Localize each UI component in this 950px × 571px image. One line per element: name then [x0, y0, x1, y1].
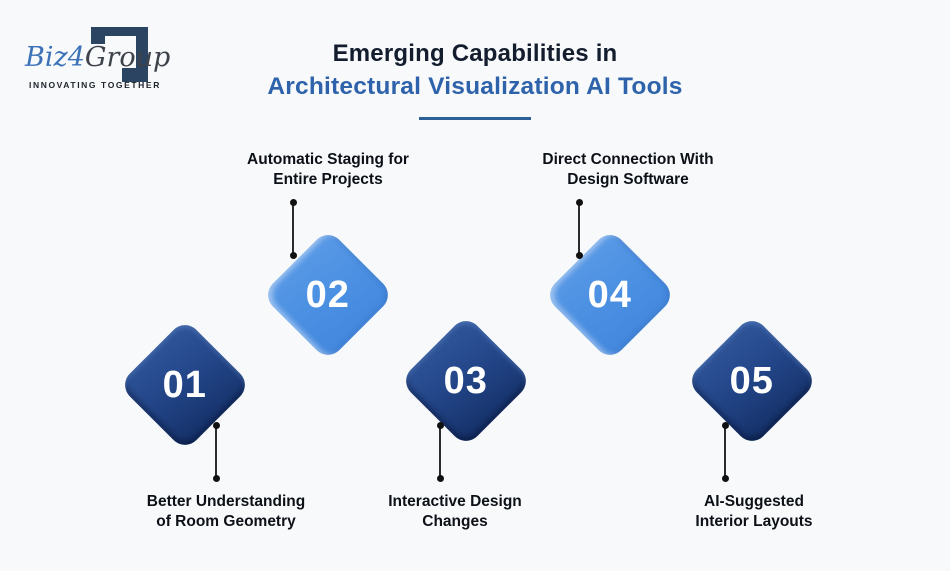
- step-label-line: Better Understanding: [146, 493, 306, 510]
- connector-dot: [212, 475, 220, 482]
- logo-word-biz: Biz: [25, 42, 68, 73]
- step-label-04: Direct Connection With Design Software: [542, 150, 713, 190]
- step-label-02: Automatic Staging for Entire Projects: [247, 150, 409, 190]
- header: Emerging Capabilities in Architectural V…: [0, 40, 950, 120]
- step-label-line: of Room Geometry: [156, 513, 296, 530]
- connector-line-02: [289, 199, 297, 259]
- connector-line-04: [575, 199, 583, 259]
- connector-dot: [436, 475, 444, 482]
- diamond-step-05: 05: [685, 314, 819, 448]
- diamond-step-02: 02: [261, 228, 395, 362]
- page-title: Emerging Capabilities in: [332, 40, 618, 67]
- logo-bracket-icon: [91, 27, 148, 82]
- step-label-03: Interactive Design Changes: [388, 492, 522, 532]
- logo-wordmark: Biz4Group: [25, 42, 170, 73]
- title-underline: [419, 117, 531, 120]
- diamond-step-04: 04: [543, 228, 677, 362]
- diamond-step-01: 01: [118, 318, 252, 452]
- connector-dot: [575, 252, 583, 259]
- brand-logo: Biz4Group INNOVATING TOGETHER: [25, 14, 175, 104]
- connector-dot: [575, 199, 583, 206]
- step-label-01: Better Understanding of Room Geometry: [147, 492, 305, 532]
- step-number: 05: [729, 359, 775, 402]
- step-number: 04: [587, 273, 633, 316]
- step-label-line: Direct Connection With: [542, 151, 714, 168]
- connector-line-03: [436, 422, 444, 482]
- page-subtitle: Architectural Visualization AI Tools: [267, 73, 683, 100]
- step-number: 02: [305, 273, 351, 316]
- logo-digit: 4: [67, 42, 85, 73]
- step-label-line: Design Software: [567, 171, 689, 188]
- connector-line-05: [721, 422, 729, 482]
- step-number: 03: [443, 359, 489, 402]
- connector-dot: [721, 422, 729, 429]
- diamond-step-03: 03: [399, 314, 533, 448]
- logo-word-group: Group: [84, 42, 171, 73]
- step-label-line: Changes: [422, 513, 488, 530]
- step-label-line: Automatic Staging for: [247, 151, 409, 168]
- step-label-line: Interactive Design: [388, 493, 522, 510]
- step-label-line: AI-Suggested: [704, 493, 804, 510]
- connector-dot: [436, 422, 444, 429]
- step-label-line: Interior Layouts: [695, 513, 813, 530]
- logo-tagline: INNOVATING TOGETHER: [29, 80, 161, 90]
- step-label-05: AI-Suggested Interior Layouts: [695, 492, 812, 532]
- connector-dot: [289, 199, 297, 206]
- connector-dot: [721, 475, 729, 482]
- connector-line-01: [212, 422, 220, 482]
- step-label-line: Entire Projects: [273, 171, 383, 188]
- connector-dot: [212, 422, 220, 429]
- step-number: 01: [162, 363, 208, 406]
- connector-dot: [289, 252, 297, 259]
